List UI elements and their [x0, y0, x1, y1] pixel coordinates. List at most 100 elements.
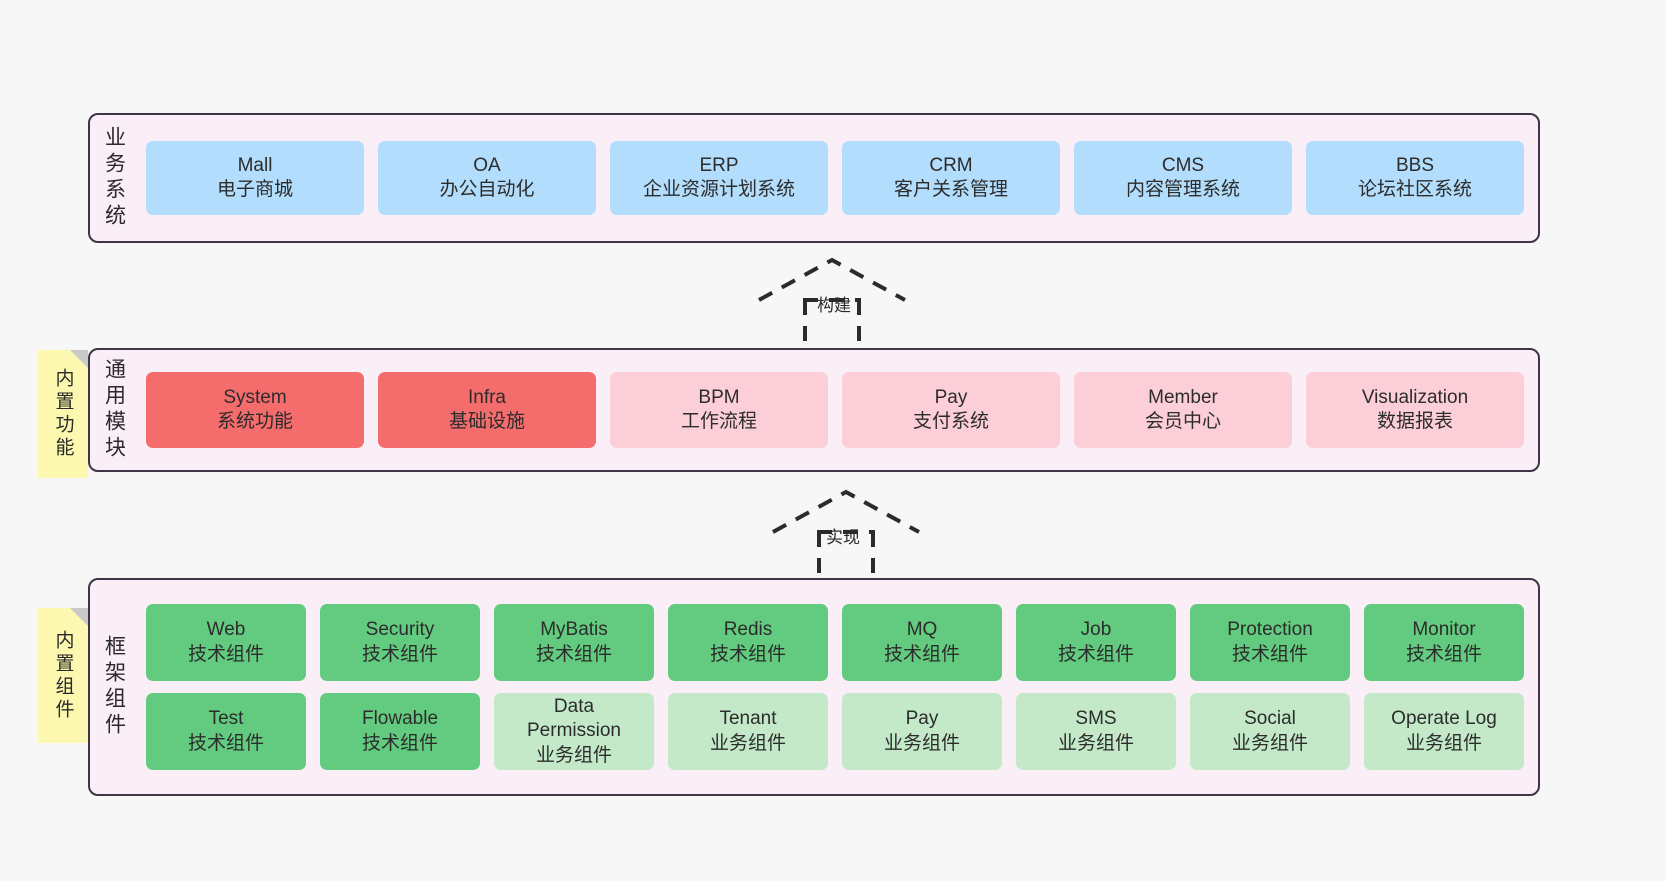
card-title: Redis	[723, 619, 773, 641]
card-subtitle: 基础设施	[448, 411, 525, 432]
card-title: Security	[365, 619, 435, 641]
note-text: 内置功能	[52, 368, 74, 460]
card-crm[interactable]: CRM 客户关系管理	[842, 141, 1060, 215]
card-pay-module[interactable]: Pay 支付系统	[842, 372, 1060, 448]
layer-framework-components: 框架组件 Web 技术组件 Security 技术组件 MyBatis 技术组件…	[88, 578, 1540, 796]
note-builtin-features: 内置功能	[38, 350, 88, 478]
note-fold-corner-icon	[70, 350, 88, 368]
note-text: 内置组件	[52, 629, 74, 722]
card-mq[interactable]: MQ 技术组件	[842, 604, 1002, 681]
card-title: Protection	[1227, 619, 1313, 641]
card-security[interactable]: Security 技术组件	[320, 604, 480, 681]
connector-build-label: 构建	[817, 296, 851, 315]
card-subtitle: 技术组件	[1231, 643, 1308, 665]
card-title: BPM	[698, 386, 740, 408]
layer-framework-title: 框架组件	[102, 635, 126, 739]
card-flowable[interactable]: Flowable 技术组件	[320, 693, 480, 770]
card-subtitle: 企业资源计划系统	[642, 179, 795, 200]
card-system[interactable]: System 系统功能	[146, 372, 364, 448]
card-tenant[interactable]: Tenant 业务组件	[668, 693, 828, 770]
connector-build-arrow	[757, 257, 907, 350]
card-redis[interactable]: Redis 技术组件	[668, 604, 828, 681]
layer-business-title: 业务系统	[102, 126, 126, 230]
card-pay-component[interactable]: Pay 业务组件	[842, 693, 1002, 770]
card-title: Infra	[467, 386, 507, 408]
card-subtitle: 业务组件	[1231, 732, 1308, 754]
card-subtitle: 技术组件	[187, 643, 264, 665]
card-title: Test	[208, 708, 244, 730]
card-title: Data	[553, 696, 595, 718]
card-subtitle: 技术组件	[1057, 643, 1134, 665]
card-subtitle: 客户关系管理	[893, 179, 1008, 200]
card-data-permission[interactable]: Data Permission 业务组件	[494, 693, 654, 770]
card-infra[interactable]: Infra 基础设施	[378, 372, 596, 448]
card-title: ERP	[699, 154, 739, 176]
card-bpm[interactable]: BPM 工作流程	[610, 372, 828, 448]
card-title: Member	[1148, 386, 1218, 408]
card-subtitle: 电子商城	[216, 179, 293, 200]
layer-framework-row-biz: Test 技术组件 Flowable 技术组件 Data Permission …	[146, 693, 1524, 770]
layer-common-body: System 系统功能 Infra 基础设施 BPM 工作流程 Pay 支付系统…	[138, 350, 1538, 470]
card-subtitle: 技术组件	[361, 732, 438, 754]
card-title: Job	[1080, 619, 1112, 641]
card-mybatis[interactable]: MyBatis 技术组件	[494, 604, 654, 681]
card-member[interactable]: Member 会员中心	[1074, 372, 1292, 448]
layer-business-body: Mall 电子商城 OA 办公自动化 ERP 企业资源计划系统 CRM 客户关系…	[138, 115, 1538, 241]
card-subtitle: 内容管理系统	[1125, 179, 1240, 200]
card-erp[interactable]: ERP 企业资源计划系统	[610, 141, 828, 215]
card-subtitle: 支付系统	[912, 411, 989, 432]
card-subtitle: 业务组件	[883, 732, 960, 754]
note-fold-corner-icon	[70, 608, 88, 626]
layer-business-systems: 业务系统 Mall 电子商城 OA 办公自动化 ERP 企业资源计划系统 CRM…	[88, 113, 1540, 243]
card-subtitle: 论坛社区系统	[1357, 179, 1472, 200]
card-subtitle: 技术组件	[187, 732, 264, 754]
card-subtitle: 业务组件	[535, 744, 612, 766]
card-subtitle: 业务组件	[1057, 732, 1134, 754]
card-title: Visualization	[1361, 386, 1469, 408]
card-title: Mall	[237, 154, 273, 176]
card-monitor[interactable]: Monitor 技术组件	[1364, 604, 1524, 681]
card-subtitle: 数据报表	[1376, 411, 1453, 432]
note-builtin-components: 内置组件	[38, 608, 88, 743]
card-subtitle: 系统功能	[216, 411, 293, 432]
card-test[interactable]: Test 技术组件	[146, 693, 306, 770]
card-protection[interactable]: Protection 技术组件	[1190, 604, 1350, 681]
card-mall[interactable]: Mall 电子商城	[146, 141, 364, 215]
layer-common-row: System 系统功能 Infra 基础设施 BPM 工作流程 Pay 支付系统…	[146, 372, 1524, 448]
card-title: BBS	[1395, 154, 1435, 176]
card-web[interactable]: Web 技术组件	[146, 604, 306, 681]
card-sms[interactable]: SMS 业务组件	[1016, 693, 1176, 770]
card-title: MyBatis	[540, 619, 608, 641]
layer-common-modules: 通用模块 System 系统功能 Infra 基础设施 BPM 工作流程 Pay…	[88, 348, 1540, 472]
layer-business-row: Mall 电子商城 OA 办公自动化 ERP 企业资源计划系统 CRM 客户关系…	[146, 141, 1524, 215]
card-title: System	[223, 386, 287, 408]
card-subtitle: 技术组件	[1405, 643, 1482, 665]
card-subtitle: 技术组件	[535, 643, 612, 665]
connector-implement-label: 实现	[826, 528, 860, 547]
card-subtitle: 技术组件	[709, 643, 786, 665]
card-title: OA	[473, 154, 501, 176]
card-job[interactable]: Job 技术组件	[1016, 604, 1176, 681]
layer-framework-row-tech: Web 技术组件 Security 技术组件 MyBatis 技术组件 Redi…	[146, 604, 1524, 681]
card-title-cont: Permission	[527, 720, 621, 742]
card-title: Social	[1244, 708, 1296, 730]
card-oa[interactable]: OA 办公自动化	[378, 141, 596, 215]
card-operate-log[interactable]: Operate Log 业务组件	[1364, 693, 1524, 770]
card-title: SMS	[1075, 708, 1117, 730]
card-title: Operate Log	[1391, 708, 1497, 730]
card-visualization[interactable]: Visualization 数据报表	[1306, 372, 1524, 448]
card-title: Web	[206, 619, 246, 641]
card-title: Pay	[905, 708, 939, 730]
card-bbs[interactable]: BBS 论坛社区系统	[1306, 141, 1524, 215]
layer-common-title: 通用模块	[102, 358, 126, 462]
card-subtitle: 业务组件	[1405, 732, 1482, 754]
card-title: Flowable	[361, 708, 439, 730]
card-title: Pay	[934, 386, 968, 408]
card-social[interactable]: Social 业务组件	[1190, 693, 1350, 770]
card-cms[interactable]: CMS 内容管理系统	[1074, 141, 1292, 215]
card-subtitle: 技术组件	[883, 643, 960, 665]
card-subtitle: 工作流程	[680, 411, 757, 432]
connector-implement-arrow	[771, 489, 921, 580]
card-title: Monitor	[1412, 619, 1476, 641]
